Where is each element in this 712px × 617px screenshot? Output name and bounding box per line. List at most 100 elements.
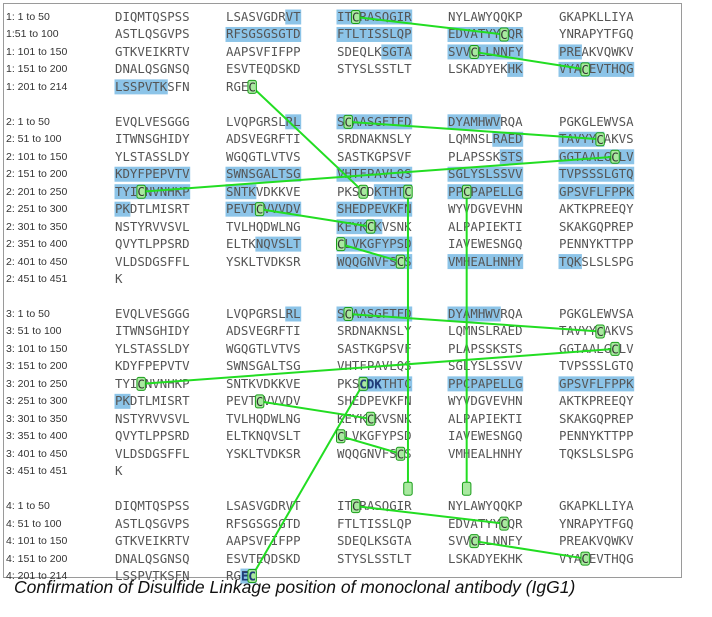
residue-block: K	[115, 271, 123, 287]
cysteine-marker	[358, 184, 368, 199]
peptide-highlight	[499, 149, 524, 165]
cysteine-label: C	[611, 149, 618, 164]
peptide-highlight	[558, 166, 635, 182]
figure-caption: Confirmation of Disulfide Linkage positi…	[14, 577, 576, 597]
row-label: 1: 1 to 50	[6, 11, 50, 23]
residue-block: LVQPGRSLRL	[226, 305, 301, 321]
residue-block: WQQGNVFSCS	[337, 445, 412, 461]
cysteine-marker	[247, 569, 257, 584]
cysteine-label: C	[352, 499, 359, 514]
residue-block: STYSLSSTLT	[337, 550, 412, 566]
residue-block: QVYTLPPSRD	[115, 428, 190, 444]
residue-block: LQMNSLRAED	[448, 131, 523, 147]
cysteine-label: C	[611, 341, 618, 356]
residue-block: ADSVEGRFTI	[226, 131, 301, 147]
row-label: 1:51 to 100	[6, 28, 59, 41]
residue-block: NYLAWYQQKP	[448, 9, 523, 24]
residue-block: DYAMHWVRQA	[448, 113, 523, 129]
row-label: 4: 201 to 214	[6, 570, 68, 583]
emphasized-residue-label: D	[367, 376, 374, 391]
cysteine-marker	[610, 149, 620, 164]
cysteine-marker	[395, 254, 406, 269]
residue-block: TVPSSSLGTQ	[559, 358, 634, 374]
cysteine-label: C	[397, 446, 404, 461]
cysteine-label: C	[359, 376, 366, 391]
peptide-highlight	[225, 166, 302, 182]
peptide-highlight	[558, 184, 635, 200]
peptide-highlight	[447, 166, 524, 182]
cysteine-label: C	[404, 184, 411, 199]
residue-block: STYSLSSTLT	[337, 61, 412, 77]
cysteine-label: C	[500, 516, 507, 531]
residue-block: VLDSDGSFFL	[115, 253, 190, 269]
row-label: 4: 101 to 150	[6, 535, 68, 548]
cysteine-marker	[336, 237, 346, 252]
peptide-highlight	[558, 376, 635, 392]
cysteine-label: C	[367, 219, 374, 234]
peptide-highlight	[285, 114, 302, 130]
residue-block: NYLAWYQQKP	[448, 498, 523, 514]
row-label: 4: 1 to 50	[6, 500, 50, 513]
row-label: 2: 401 to 450	[6, 255, 68, 268]
disulfide-bond-line	[348, 120, 601, 141]
residue-block: SASTKGPSVF	[337, 148, 412, 164]
cysteine-label: C	[596, 132, 603, 147]
residue-block: GKAPKLLIYA	[559, 498, 634, 514]
disulfide-bond-line	[473, 540, 586, 560]
cysteine-marker	[403, 481, 413, 496]
cysteine-label: C	[352, 10, 359, 25]
cysteine-marker	[461, 481, 472, 496]
residue-block: PKDTLMISRT	[115, 393, 190, 409]
residue-block: DIQMTQSPSS	[115, 498, 190, 514]
cysteine-label: C	[367, 411, 374, 426]
residue-block: PREAKVQWKV	[559, 533, 634, 549]
residue-block: PGKGLEWVSA	[559, 305, 634, 321]
peptide-highlight	[336, 26, 413, 42]
residue-block: WGQGTLVTVS	[226, 148, 301, 164]
residue-block: SRDNAKNSLY	[337, 131, 412, 147]
cysteine-marker	[136, 184, 146, 199]
residue-block: SDEQLKSGTA	[337, 533, 412, 549]
row-label: 3: 351 to 400	[6, 430, 68, 443]
cysteine-marker	[343, 114, 353, 129]
peptide-highlight	[114, 166, 191, 182]
residue-block: PKDTLMISRT	[115, 201, 190, 217]
residue-block: LSSPVTKSFN	[115, 568, 190, 584]
residue-block: PENNYKTTPP	[559, 428, 634, 444]
residue-block: ELTKNQVSLT	[226, 236, 301, 252]
cysteine-label: C	[581, 551, 588, 566]
disulfide-bond-line	[141, 155, 616, 193]
peptide-highlight	[225, 26, 302, 42]
sequence-panel	[3, 3, 682, 578]
residue-block: SASTKGPSVF	[337, 340, 412, 356]
disulfide-bond-line	[348, 312, 601, 333]
row-label: 3: 451 to 451	[6, 465, 68, 478]
residue-block: GPSVFLFPPK	[559, 375, 634, 391]
disulfide-bond-line	[340, 243, 401, 263]
peptide-highlight	[285, 9, 302, 25]
cysteine-label: C	[581, 62, 588, 77]
row-label: 2: 301 to 350	[6, 220, 68, 233]
residue-block: PKSCDKTHTC	[337, 183, 412, 199]
residue-block: EVQLVESGGG	[115, 305, 190, 321]
peptide-highlight	[373, 184, 413, 200]
residue-block: SNTKVDKKVE	[226, 375, 301, 391]
residue-block: DNALQSGNSQ	[115, 61, 190, 77]
residue-block: SDEQLKSGTA	[337, 43, 412, 59]
cysteine-label: C	[596, 324, 603, 339]
row-label: 2: 101 to 150	[6, 150, 68, 163]
residue-block: VYACEVTHQG	[559, 550, 634, 566]
cysteine-marker	[336, 429, 346, 444]
residue-block: FTLTISSLQP	[337, 26, 412, 42]
cysteine-marker	[136, 376, 146, 391]
peptide-highlight	[336, 201, 413, 217]
row-label: 3: 151 to 200	[6, 360, 68, 373]
residue-block: AAPSVFIFPP	[226, 43, 301, 59]
row-label: 2: 151 to 200	[6, 168, 68, 181]
residue-block: SGLYSLSSVV	[448, 166, 523, 182]
cysteine-label: C	[256, 394, 263, 409]
residue-block: SHEDPEVKFN	[337, 201, 412, 217]
cysteine-marker	[365, 411, 376, 426]
residue-block: TVLHQDWLNG	[226, 218, 301, 234]
residue-block: ESVTEQDSKD	[226, 61, 301, 77]
